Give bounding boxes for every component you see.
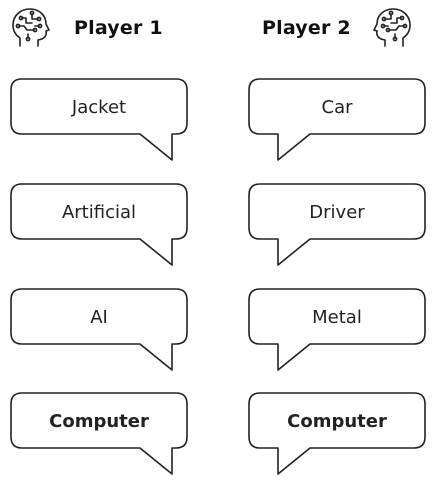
player-2-word-4: Computer [287, 410, 387, 432]
player-2-header: Player 2 [262, 4, 415, 52]
player-2-word-bubble: Driver [248, 183, 430, 271]
speech-bubble-shape [10, 392, 188, 475]
player-2-word-1: Car [321, 96, 353, 118]
player-1-header: Player 1 [8, 4, 163, 52]
player-1-word-bubble: AI [10, 288, 192, 376]
speech-bubble-shape [10, 183, 188, 266]
player-2-word-3: Metal [312, 306, 362, 328]
player-1-word-bubble: Jacket [10, 78, 192, 166]
head-circuit-icon [372, 8, 411, 47]
speech-bubble-shape [248, 392, 426, 475]
player-1-word-3: AI [90, 306, 108, 328]
player-1-label: Player 1 [74, 17, 163, 39]
speech-bubble-shape [10, 288, 188, 371]
player-1-word-1: Jacket [71, 96, 127, 118]
speech-bubble-shape [248, 78, 426, 161]
speech-bubble-shape [248, 288, 426, 371]
player-2-word-bubble: Car [248, 78, 430, 166]
speech-bubble-shape [248, 183, 426, 266]
player-1-word-bubble: Artificial [10, 183, 192, 271]
speech-bubble-shape [10, 78, 188, 161]
player-2-final-word-bubble: Computer [248, 392, 430, 480]
head-circuit-icon [12, 8, 50, 47]
player-1-word-4: Computer [49, 410, 149, 432]
player-1-word-2: Artificial [61, 201, 137, 223]
player-2-word-bubble: Metal [248, 288, 430, 376]
player-1-final-word-bubble: Computer [10, 392, 192, 480]
player-2-word-2: Driver [309, 201, 365, 223]
player-2-label: Player 2 [262, 17, 351, 39]
